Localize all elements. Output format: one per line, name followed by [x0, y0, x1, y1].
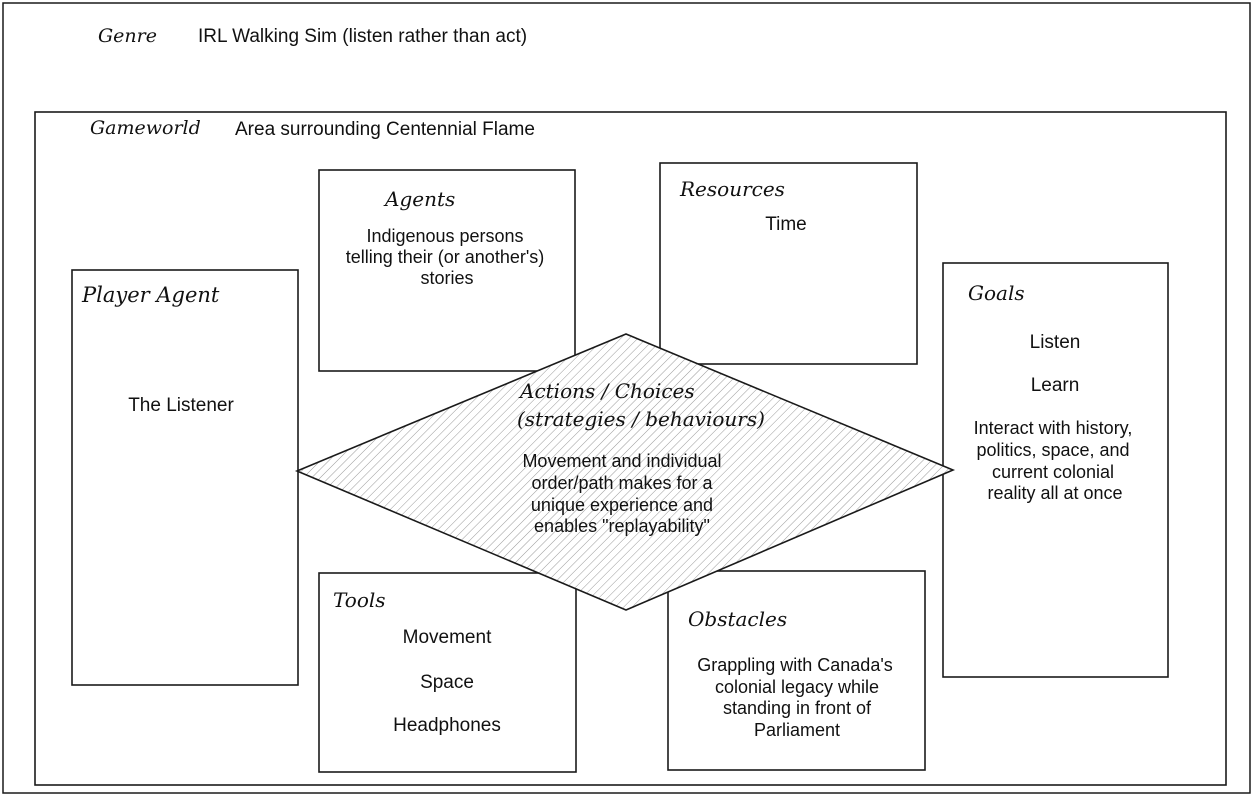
resources-title: Resources	[679, 177, 785, 201]
actions-text-line-2: order/path makes for a	[531, 473, 713, 493]
tools-box	[318, 572, 577, 773]
actions-text-line-4: enables "replayability"	[534, 516, 710, 536]
player-agent-box	[71, 269, 299, 686]
agents-text-line-3: stories	[420, 268, 473, 288]
gameworld-label: Gameworld	[90, 117, 201, 139]
goals-text-line-3: current colonial	[992, 462, 1114, 482]
agents-text-line-2: telling their (or another's)	[346, 247, 545, 267]
goals-text-line-2: politics, space, and	[976, 440, 1129, 460]
obstacles-text-line-4: Parliament	[754, 720, 840, 740]
actions-text-line-3: unique experience and	[531, 495, 713, 515]
tools-title: Tools	[333, 588, 386, 612]
obstacles-title: Obstacles	[688, 607, 787, 631]
resources-text-line-1: Time	[765, 214, 807, 235]
goals-title: Goals	[968, 281, 1025, 305]
goals-item-learn: Learn	[1031, 375, 1080, 396]
tools-item-movement: Movement	[403, 627, 492, 648]
actions-diamond	[294, 333, 956, 611]
agents-text-line-1: Indigenous persons	[366, 226, 523, 246]
agents-box	[318, 169, 576, 372]
actions-title-line-1: Actions / Choices	[518, 379, 695, 403]
obstacles-text-line-1: Grappling with Canada's	[697, 655, 893, 675]
tools-item-headphones: Headphones	[393, 715, 501, 736]
goals-text-line-1: Interact with history,	[974, 418, 1133, 438]
goals-item-listen: Listen	[1030, 332, 1081, 353]
genre-label: Genre	[98, 25, 157, 47]
agents-title: Agents	[383, 187, 455, 211]
obstacles-text-line-2: colonial legacy while	[715, 677, 879, 697]
genre-value: IRL Walking Sim (listen rather than act)	[198, 26, 527, 47]
actions-title-line-2: (strategies / behaviours)	[517, 407, 765, 431]
obstacles-text-line-3: standing in front of	[723, 698, 872, 718]
resources-box	[659, 162, 918, 365]
player-agent-text-line-1: The Listener	[128, 395, 234, 416]
player-agent-title: Player Agent	[81, 283, 220, 307]
goals-text-line-4: reality all at once	[987, 483, 1122, 503]
tools-item-space: Space	[420, 672, 474, 693]
actions-text-line-1: Movement and individual	[522, 451, 721, 471]
gameworld-value: Area surrounding Centennial Flame	[235, 119, 535, 140]
obstacles-box	[667, 570, 926, 771]
